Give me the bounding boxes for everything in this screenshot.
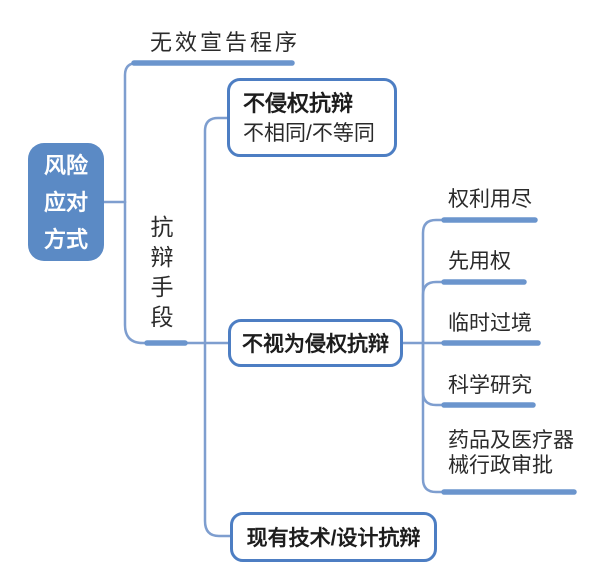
branch-label-defense-means[interactable]: 抗辩手段	[150, 214, 174, 330]
node-not-deemed-infringement-defense[interactable]: 不视为侵权抗辩	[228, 319, 403, 367]
branch-label-invalidation-procedure[interactable]: 无效宣告程序	[150, 30, 301, 55]
fan-right-leaf2-line	[421, 280, 446, 345]
branch-bottom-line	[123, 200, 230, 345]
leaf-label-exhaustion-of-rights[interactable]: 权利用尽	[448, 188, 532, 211]
fan-left-down-line	[203, 341, 232, 538]
thick-branch-underlines	[131, 60, 577, 495]
leaf-label-scientific-research[interactable]: 科学研究	[448, 374, 532, 397]
node-non-infringement-defense[interactable]: 不侵权抗辩 不相同/不等同	[227, 78, 397, 157]
root-node-risk-response[interactable]: 风险 应对 方式	[28, 143, 104, 261]
leaf-label-prior-use-right[interactable]: 先用权	[448, 250, 511, 273]
fan-right-leaf5-line	[421, 341, 446, 494]
leaf-label-drug-medical-device-approval[interactable]: 药品及医疗器械行政审批	[448, 429, 574, 477]
leaf-label-temporary-transit[interactable]: 临时过境	[448, 312, 532, 335]
node-prior-art-design-defense[interactable]: 现有技术/设计抗辩	[230, 512, 437, 562]
branch-top-line	[123, 61, 162, 204]
root-node-label: 风险 应对 方式	[43, 152, 88, 252]
fan-left-up-line	[203, 116, 229, 345]
fan-right-leaf1-line	[421, 218, 446, 345]
node-subtitle: 不相同/不等同	[243, 122, 375, 145]
thin-connectors	[102, 61, 446, 538]
fan-right-leaf4-line	[421, 341, 446, 407]
node-title: 不侵权抗辩	[243, 91, 354, 116]
